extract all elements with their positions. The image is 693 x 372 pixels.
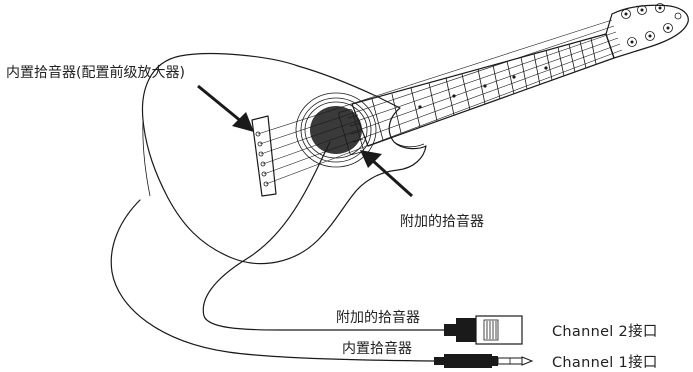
tuning-pegs	[621, 3, 682, 47]
guitar-body	[141, 53, 427, 265]
quarter-inch-jack	[434, 354, 534, 368]
headstock	[605, 3, 689, 59]
arrow-to-added-pickup	[360, 150, 414, 198]
added-pickup-clamp	[338, 108, 364, 156]
label-built-in-pickup-preamp: 内置拾音器(配置前级放大器)	[6, 64, 185, 81]
cable-built-in-pickup	[110, 199, 435, 362]
arrow-to-bridge	[197, 84, 254, 132]
label-built-in-pickup-cable: 内置拾音器	[342, 340, 412, 357]
label-added-pickup: 附加的拾音器	[400, 213, 484, 230]
bridge	[251, 115, 277, 197]
bridge-pins	[255, 131, 269, 187]
neck	[351, 33, 615, 147]
cable-added-pickup	[202, 141, 445, 331]
added-pickup-disc	[310, 106, 362, 154]
label-channel-1: Channel 1接口	[552, 354, 658, 371]
label-channel-2: Channel 2接口	[552, 323, 658, 340]
xlr-connector	[444, 315, 523, 345]
strings	[257, 19, 623, 185]
label-added-pickup-cable: 附加的拾音器	[336, 309, 420, 326]
